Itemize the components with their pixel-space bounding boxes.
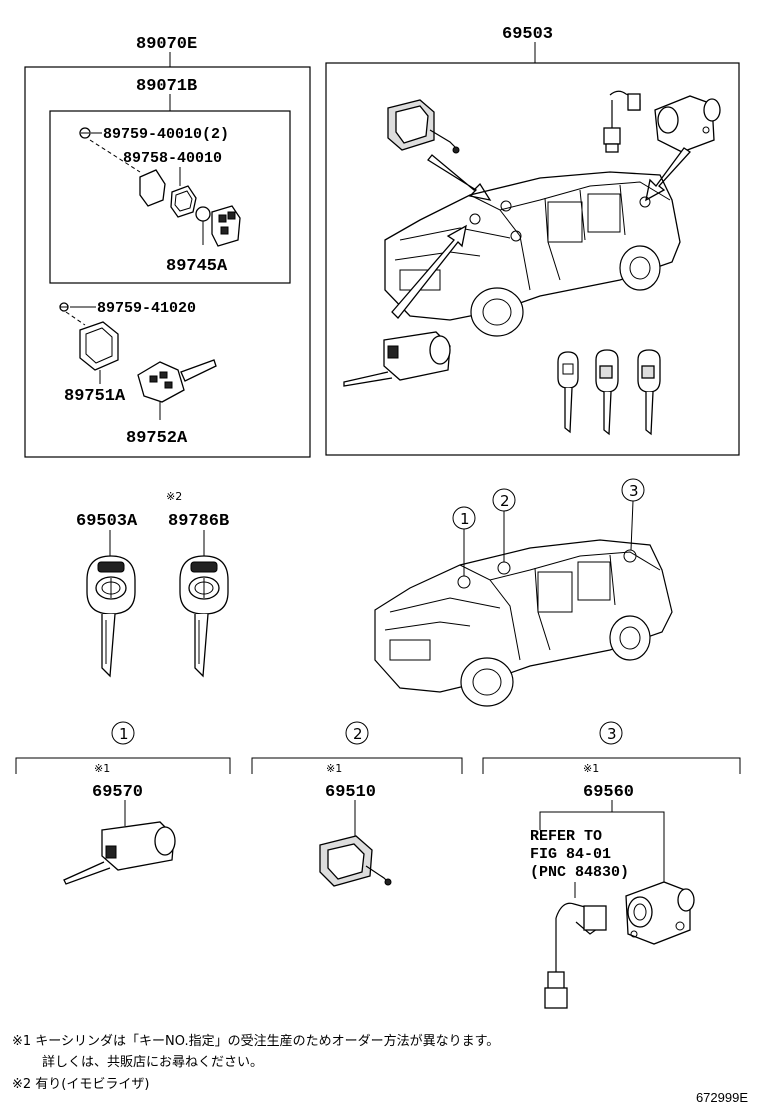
position-1-label: 1 — [460, 510, 470, 528]
part-number-89751A: 89751A — [64, 387, 126, 406]
section-2-group: 2 ※1 69510 — [251, 721, 463, 887]
part-number-89759-40010: 89759-40010(2) — [103, 126, 229, 143]
note-mark-2: ※2 — [166, 490, 182, 503]
part-number-69570: 69570 — [92, 783, 143, 802]
kit-89070E-box — [24, 66, 311, 458]
key-icon — [595, 349, 619, 436]
remote-transmitter-icon — [211, 205, 241, 247]
footnote-1-line-1: ※1 キーシリンダは「キーNO.指定」の受注生産のためオーダー方法が異なります。 — [12, 1033, 499, 1049]
vehicle-icon — [384, 171, 681, 337]
arrow-icon — [645, 147, 691, 202]
set-69503-box — [325, 62, 740, 456]
set-69503-group: 69503 — [325, 25, 740, 456]
transmitter-housing-icon — [139, 169, 166, 207]
section-1-group: 1 ※1 69570 — [15, 721, 231, 885]
location-vehicle-group: 1 2 3 — [374, 478, 673, 707]
part-number-69503: 69503 — [502, 25, 553, 44]
part-number-89786B: 89786B — [168, 512, 229, 531]
kit-89070E-group: 89070E 89071B 89759-40010(2) 89758-40010 — [24, 35, 311, 458]
position-3-label: 3 — [629, 482, 639, 500]
back-door-cylinder-icon — [654, 95, 721, 153]
section-3-label: 3 — [607, 725, 617, 743]
section-1-label: 1 — [119, 725, 129, 743]
key-icon — [179, 555, 229, 678]
footnotes: ※1 キーシリンダは「キーNO.指定」の受注生産のためオーダー方法が異なります。… — [12, 1033, 748, 1105]
kit-89071B-box — [49, 110, 291, 284]
part-number-89758-40010: 89758-40010 — [123, 150, 222, 167]
arrow-icon — [427, 154, 492, 201]
back-door-cylinder-icon — [625, 881, 695, 945]
vehicle-icon — [374, 539, 673, 707]
section-3-group: 3 ※1 69560 REFER TO FIG 84-01 (PNC 84830… — [482, 721, 741, 1009]
part-number-89070E: 89070E — [136, 35, 197, 54]
refer-line-2: FIG 84-01 — [530, 846, 611, 863]
note-mark-1: ※1 — [326, 762, 342, 775]
key-icon — [137, 359, 217, 403]
arrow-icon — [391, 224, 467, 319]
gasket-icon — [170, 185, 197, 218]
part-number-69503A: 69503A — [76, 512, 138, 531]
part-number-89745A: 89745A — [166, 257, 228, 276]
ignition-cylinder-icon — [343, 331, 451, 387]
key-icon — [557, 351, 579, 434]
part-number-69510: 69510 — [325, 783, 376, 802]
keys-row: ※2 69503A 89786B — [76, 490, 229, 678]
ignition-cylinder-icon — [63, 821, 176, 885]
note-mark-1: ※1 — [583, 762, 599, 775]
screw-icon — [79, 127, 91, 139]
figure-code: 672999E — [696, 1090, 748, 1105]
refer-line-1: REFER TO — [530, 828, 602, 845]
door-lock-cylinder-icon — [319, 835, 392, 887]
part-number-89752A: 89752A — [126, 429, 188, 448]
part-number-89759-41020: 89759-41020 — [97, 300, 196, 317]
refer-line-3: (PNC 84830) — [530, 864, 629, 881]
key-icon — [637, 349, 661, 436]
door-lock-cylinder-icon — [387, 99, 460, 154]
section-2-label: 2 — [353, 725, 363, 743]
note-mark-1: ※1 — [94, 762, 110, 775]
part-number-89071B: 89071B — [136, 77, 197, 96]
switch-connector-icon — [544, 902, 607, 1009]
key-icon — [86, 555, 136, 678]
position-2-label: 2 — [500, 492, 510, 510]
battery-icon — [195, 206, 211, 222]
footnote-1-line-2: 詳しくは、共販店にお尋ねください。 — [42, 1054, 263, 1070]
screw-icon — [59, 302, 69, 312]
part-number-69560: 69560 — [583, 783, 634, 802]
switch-connector-icon — [603, 90, 641, 153]
footnote-2: ※2 有り(イモビライザ) — [12, 1077, 149, 1092]
